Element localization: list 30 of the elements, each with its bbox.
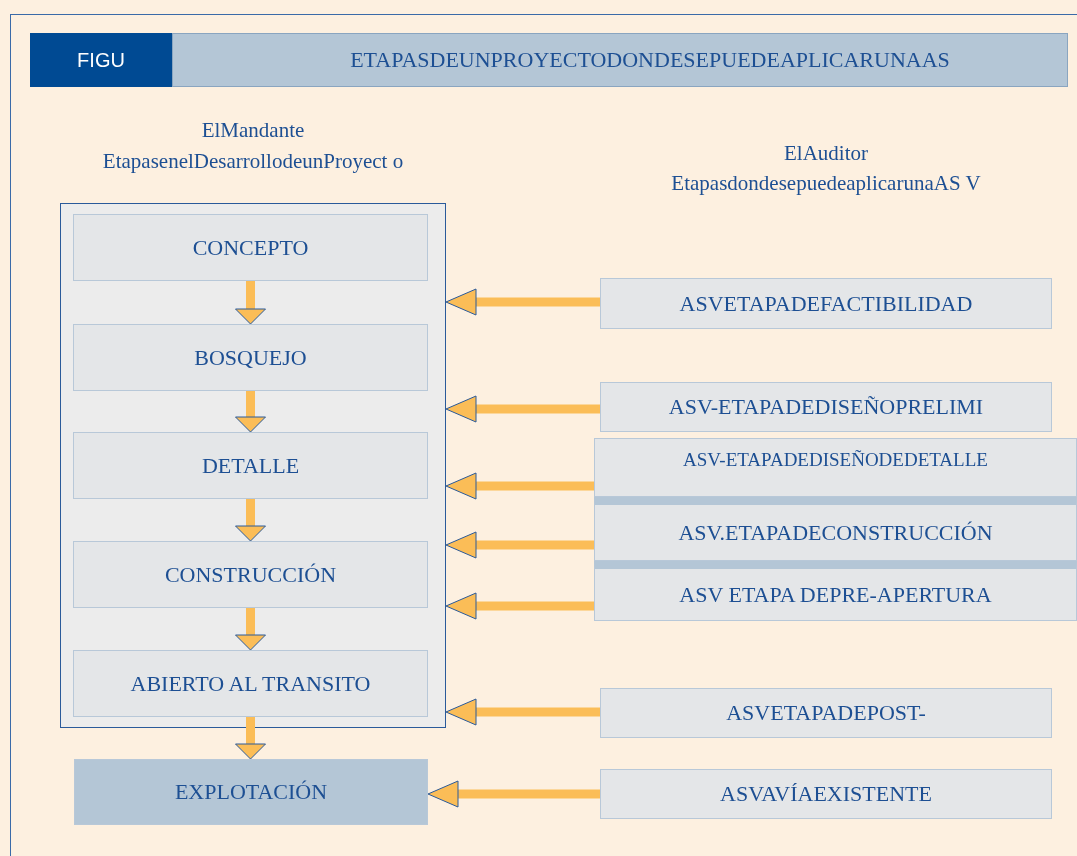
stage-box: ASV.ETAPADECONSTRUCCIÓN: [594, 497, 1077, 561]
title-bar: ETAPASDEUNPROYECTODONDESEPUEDEAPLICARUNAAS: [172, 33, 1068, 87]
block-arrow: [445, 698, 600, 726]
block-arrow: [445, 288, 600, 316]
stage-box: ASVETAPADEFACTIBILIDAD: [600, 278, 1052, 329]
column-heading: ElAuditor: [783, 140, 869, 167]
stage-box: DETALLE: [73, 432, 428, 499]
block-arrow: [235, 499, 266, 542]
block-arrow: [235, 717, 266, 760]
stage-box: CONSTRUCCIÓN: [73, 541, 428, 608]
column-heading: ElMandante EtapasenelDesarrollodeunProyect o: [101, 117, 405, 175]
block-arrow: [235, 608, 266, 651]
stage-box: ASV-ETAPADEDISEÑOPRELIMI: [600, 382, 1052, 432]
column-heading: EtapasdondesepuedeaplicarunaAS V: [670, 170, 982, 197]
stage-box: ASVETAPADEPOST-: [600, 688, 1052, 738]
stage-box: BOSQUEJO: [73, 324, 428, 391]
block-arrow: [427, 780, 600, 808]
stage-box: EXPLOTACIÓN: [74, 759, 428, 825]
block-arrow: [445, 592, 594, 620]
stage-box: CONCEPTO: [73, 214, 428, 281]
block-arrow: [235, 391, 266, 433]
block-arrow: [445, 395, 600, 423]
stage-box: ASV-ETAPADEDISEÑODEDETALLE: [594, 438, 1077, 497]
stage-box: ASVAVÍAEXISTENTE: [600, 769, 1052, 819]
figure-tag: FIGU: [30, 33, 172, 87]
block-arrow: [445, 472, 594, 500]
stage-box: ASV ETAPA DEPRE-APERTURA: [594, 561, 1077, 621]
stage-box: ABIERTO AL TRANSITO: [73, 650, 428, 717]
block-arrow: [235, 281, 266, 325]
block-arrow: [445, 531, 594, 559]
